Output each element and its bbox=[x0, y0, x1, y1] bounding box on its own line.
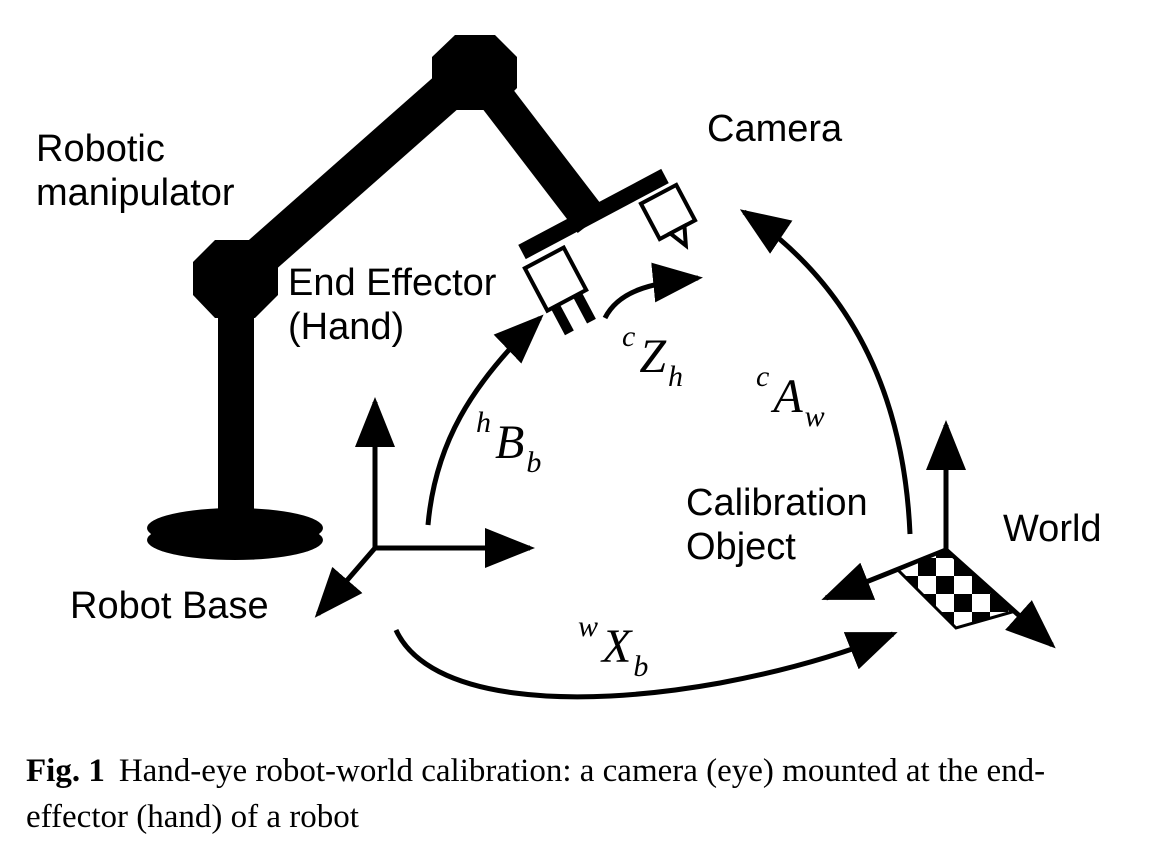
transform-arrow-cZh bbox=[602, 262, 703, 320]
math-symbol: A bbox=[773, 370, 803, 423]
label-line: Object bbox=[686, 525, 796, 568]
robot-forearm bbox=[459, 57, 607, 233]
gripper-finger bbox=[572, 292, 596, 324]
gripper-finger bbox=[550, 304, 574, 336]
math-superscript: w bbox=[578, 610, 599, 643]
math-superscript: h bbox=[476, 406, 491, 439]
calibration-checkerboard bbox=[895, 548, 1015, 630]
math-subscript: b bbox=[526, 446, 542, 479]
math-hBb: hBb bbox=[476, 408, 541, 478]
math-symbol: X bbox=[602, 620, 632, 673]
caption-text: Hand-eye robot-world calibration: a came… bbox=[26, 753, 1046, 835]
label-line: Calibration bbox=[686, 482, 868, 524]
label-line: (Hand) bbox=[288, 305, 405, 348]
label-camera: Camera bbox=[707, 108, 843, 150]
label-calibration-object: Calibration Object bbox=[686, 482, 868, 569]
calibration-diagram: Robotic manipulator Camera End Effector … bbox=[36, 35, 1102, 700]
robot-manipulator bbox=[147, 35, 607, 560]
camera-icon bbox=[638, 182, 698, 250]
diagram-canvas bbox=[147, 35, 1056, 700]
transform-arrow-wXb bbox=[393, 628, 898, 700]
math-cAw: cAw bbox=[756, 362, 825, 432]
label-line: manipulator bbox=[36, 171, 235, 214]
math-subscript: b bbox=[633, 650, 649, 683]
math-symbol: B bbox=[495, 416, 525, 469]
math-cZh: cZh bbox=[622, 322, 683, 392]
figure-number: Fig. 1 bbox=[26, 753, 105, 789]
transform-arrow-hBb bbox=[425, 314, 544, 526]
transform-arrow-cAw bbox=[739, 209, 913, 535]
label-robot-base: Robot Base bbox=[70, 585, 269, 627]
robot-base-frame bbox=[314, 397, 535, 618]
label-line: End Effector bbox=[288, 262, 497, 304]
math-superscript: c bbox=[756, 360, 770, 393]
label-line: Robotic bbox=[36, 128, 165, 170]
end-effector bbox=[518, 168, 698, 336]
math-subscript: h bbox=[668, 360, 684, 393]
gripper-body bbox=[522, 244, 589, 314]
math-subscript: w bbox=[804, 400, 825, 433]
math-superscript: c bbox=[622, 320, 636, 353]
world-frame bbox=[821, 420, 1056, 649]
label-robotic-manipulator: Robotic manipulator bbox=[36, 128, 235, 215]
label-world: World bbox=[1003, 508, 1102, 550]
label-end-effector: End Effector (Hand) bbox=[288, 262, 496, 349]
math-wXb: wXb bbox=[578, 612, 648, 682]
math-symbol: Z bbox=[639, 330, 667, 383]
robot-upper-arm bbox=[222, 53, 488, 293]
